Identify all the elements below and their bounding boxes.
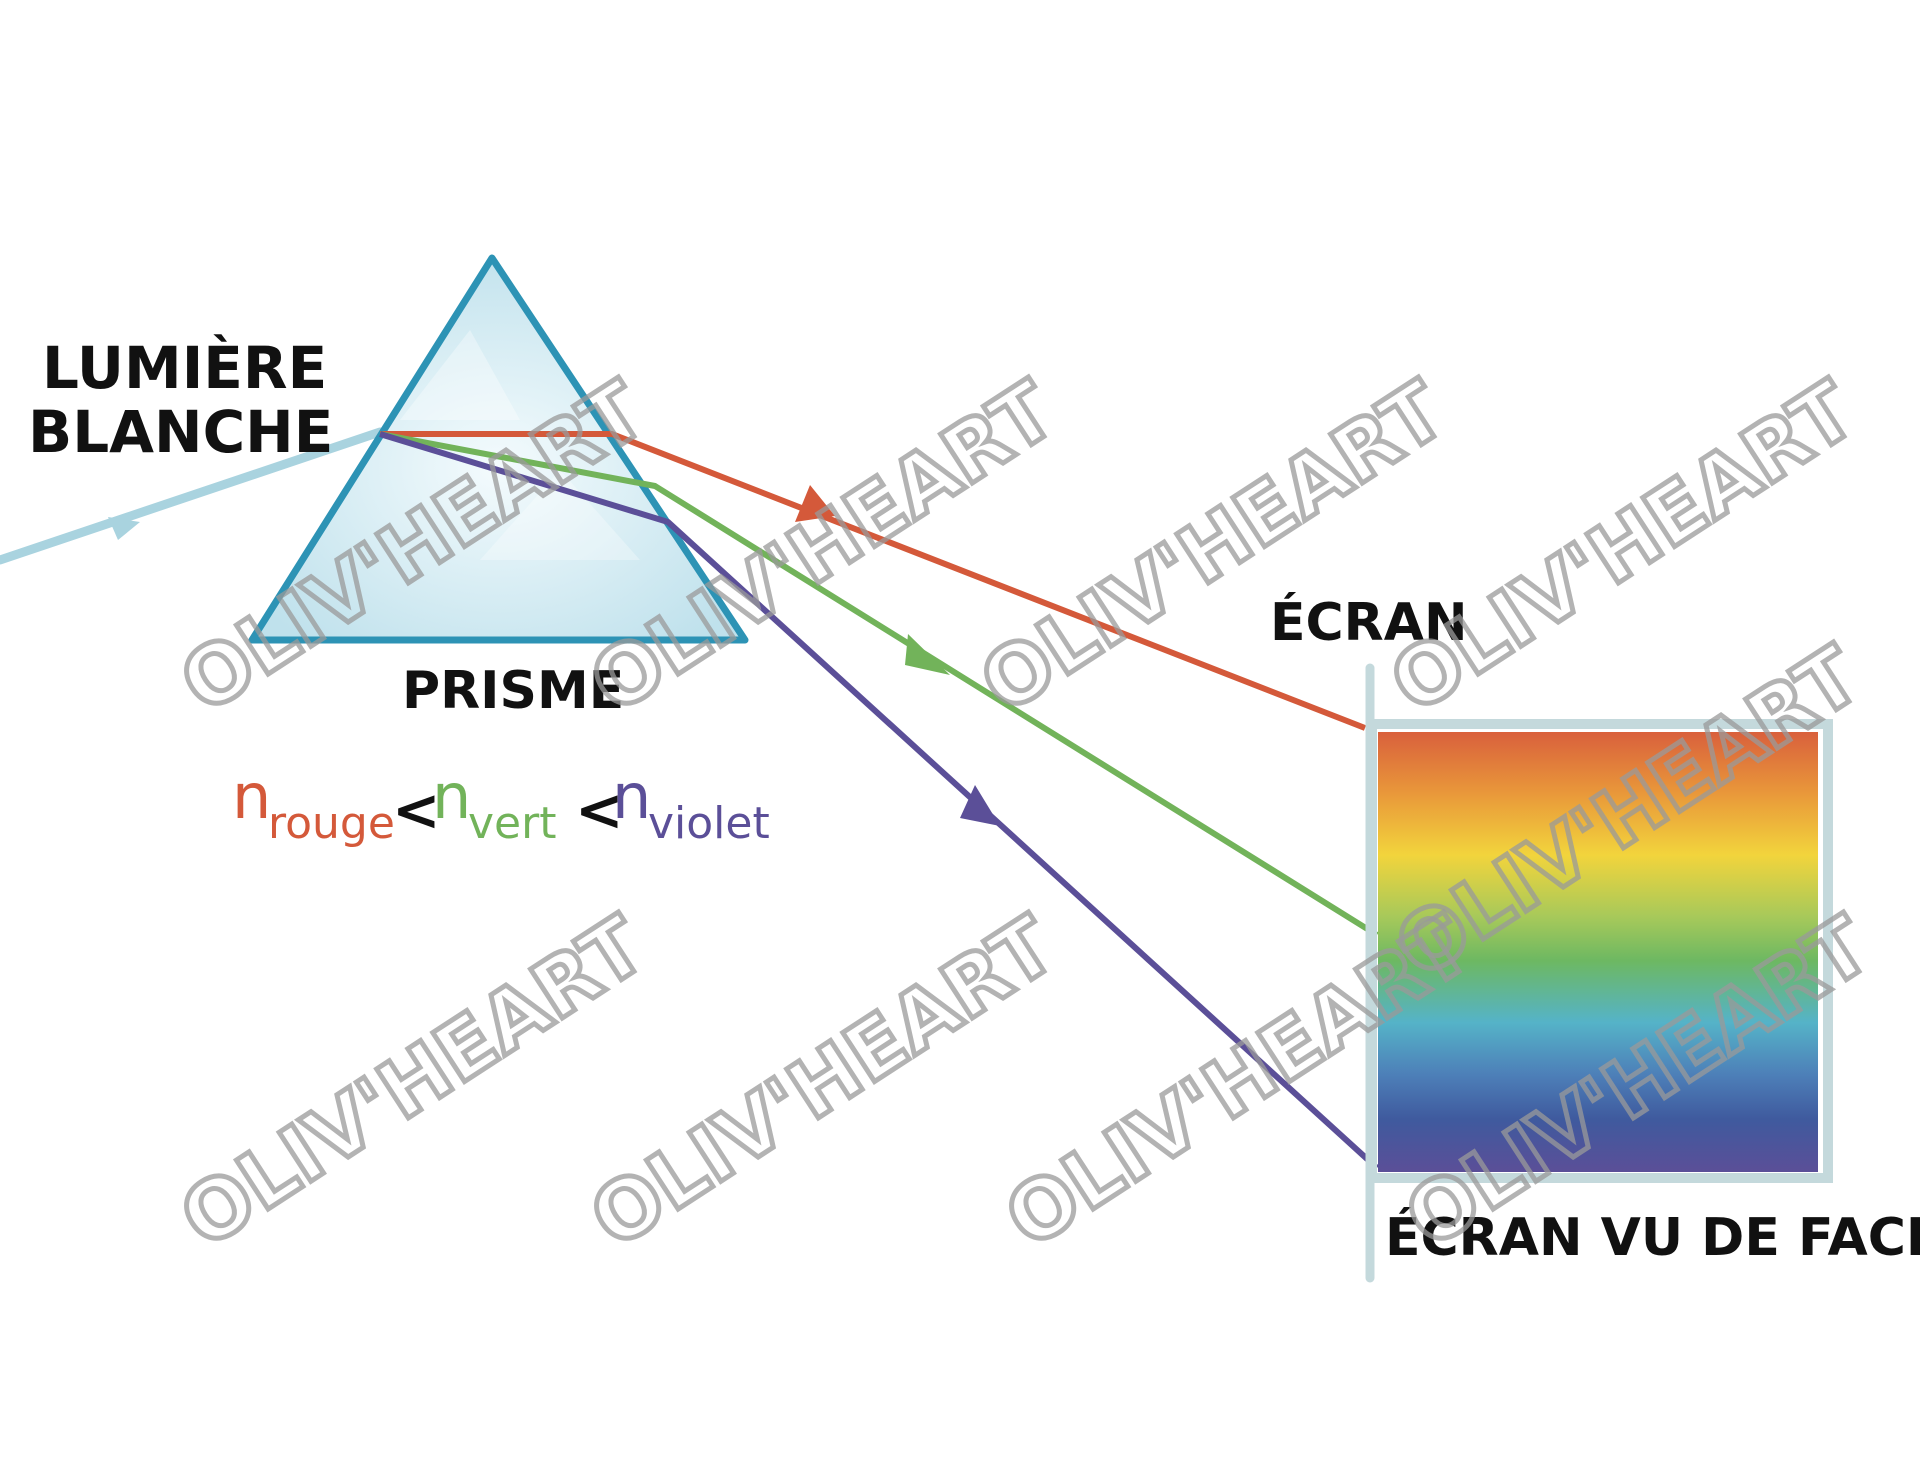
screen-front-label: ÉCRAN VU DE FACE <box>1385 1207 1920 1268</box>
watermark: OLIV'HEART <box>165 898 662 1266</box>
watermark: OLIV'HEART <box>575 898 1072 1266</box>
spectrum <box>1378 732 1818 1172</box>
refractive-index-relation: n rouge < n vert < n violet <box>232 760 770 849</box>
incident-ray <box>0 427 385 565</box>
white-light-label-line1: LUMIÈRE <box>42 333 327 402</box>
n-red: n <box>232 760 271 833</box>
n-green-subscript: vert <box>468 798 556 849</box>
n-green: n <box>432 760 471 833</box>
prism <box>248 254 749 644</box>
violet-ray <box>379 431 1380 1171</box>
screen-front-view <box>1367 719 1833 1183</box>
red-ray <box>380 431 1367 731</box>
white-light-label-line2: BLANCHE <box>28 398 333 466</box>
n-violet: n <box>612 760 651 833</box>
screen-label: ÉCRAN <box>1270 592 1468 653</box>
green-ray <box>379 431 1379 938</box>
less-than-1: < <box>392 776 441 844</box>
less-than-2: < <box>575 776 624 844</box>
prism-label: PRISME <box>402 661 624 721</box>
n-red-subscript: rouge <box>268 798 395 849</box>
n-violet-subscript: violet <box>648 798 770 849</box>
